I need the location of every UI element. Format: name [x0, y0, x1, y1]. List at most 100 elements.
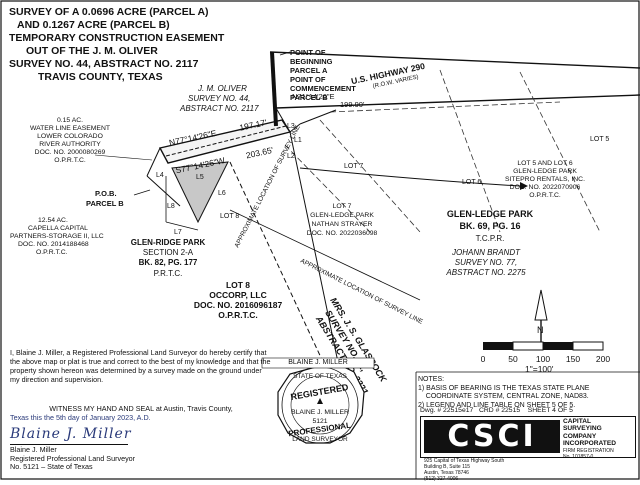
- svg-text:JOHANN BRANDT: JOHANN BRANDT: [451, 248, 521, 257]
- company-logo: CSCI: [424, 420, 560, 453]
- lot8-small-label: LOT 8: [220, 213, 239, 220]
- svg-text:100: 100: [536, 354, 550, 364]
- north-letter: N: [537, 325, 544, 335]
- svg-text:ABSTRACT NO. 2275: ABSTRACT NO. 2275: [445, 268, 526, 277]
- svg-text:PARCEL B: PARCEL B: [290, 93, 328, 102]
- note-1: 1) BASIS OF BEARING IS THE TEXAS STATE P…: [418, 384, 590, 392]
- svg-text:O.P.R.T.C.: O.P.R.T.C.: [218, 310, 258, 320]
- svg-text:L2: L2: [287, 153, 295, 160]
- dwg-number: Dwg. # 22515e17: [420, 407, 474, 414]
- svg-text:GLEN-LEDGE PARK: GLEN-LEDGE PARK: [447, 209, 534, 219]
- svg-text:O.P.R.T.C.: O.P.R.T.C.: [54, 157, 86, 164]
- witness-line-1: WITNESS MY HAND AND SEAL at Austin, Trav…: [49, 404, 233, 413]
- svg-text:STATE OF TEXAS: STATE OF TEXAS: [293, 373, 347, 380]
- title-line-4: OUT OF THE J. M. OLIVER: [26, 45, 158, 57]
- svg-text:L7: L7: [174, 229, 182, 236]
- svg-text:SECTION 2-A: SECTION 2-A: [143, 248, 194, 257]
- svg-text:DOC. NO. 2022070906: DOC. NO. 2022070906: [510, 184, 581, 191]
- scale-bar: 0 50 100 150 200 1"=100': [481, 341, 610, 374]
- svg-text:ABSTRACT NO. 2117: ABSTRACT NO. 2117: [179, 104, 259, 113]
- svg-text:DOC. NO. 2016096187: DOC. NO. 2016096187: [194, 300, 283, 310]
- arrow-head: [520, 182, 528, 190]
- easement-leader: [94, 154, 153, 161]
- surveyor-seal: STATE OF TEXAS REGISTERED BLAINE J. MILL…: [277, 361, 365, 444]
- svg-text:WATER LINE EASEMENT: WATER LINE EASEMENT: [30, 125, 110, 132]
- approx-survey-line-2: APPROXIMATE LOCATION OF SURVEY LINE: [299, 258, 424, 326]
- title-line-6: TRAVIS COUNTY, TEXAS: [38, 71, 163, 83]
- svg-text:BEGINNING: BEGINNING: [290, 57, 333, 66]
- brandt-label: JOHANN BRANDT SURVEY NO. 77, ABSTRACT NO…: [445, 248, 526, 277]
- svg-text:BLAINE J. MILLER: BLAINE J. MILLER: [291, 409, 349, 416]
- glen-ledge-label: GLEN-LEDGE PARK BK. 69, PG. 16 T.C.P.R.: [447, 209, 534, 243]
- lot6-label: LOT 6: [462, 179, 481, 186]
- signer-title: Registered Professional Land Surveyor: [10, 453, 136, 463]
- svg-text:DOC. NO. 2000080269: DOC. NO. 2000080269: [35, 149, 106, 156]
- svg-text:O.P.R.T.C.: O.P.R.T.C.: [36, 249, 68, 256]
- svg-text:CAPELLA CAPITAL: CAPELLA CAPITAL: [28, 225, 88, 232]
- svg-text:OCCORP, LLC: OCCORP, LLC: [209, 290, 266, 300]
- sheet-number: SHEET 4 OF 5: [527, 407, 573, 414]
- svg-text:50: 50: [508, 354, 518, 364]
- svg-text:L3: L3: [287, 123, 295, 130]
- pob-callout: POINT OF BEGINNING PARCEL A POINT OF COM…: [290, 48, 356, 102]
- svg-text:O.P.R.T.C.: O.P.R.T.C.: [529, 192, 561, 199]
- dist-top-right: 199.90': [340, 100, 365, 109]
- scale-note: 1"=100': [525, 364, 554, 374]
- capella-label: 12.54 AC. CAPELLA CAPITAL PARTNERS-STORA…: [10, 217, 104, 256]
- line-labels: L1 L2 L3 L4 L5 L6 L7 L8: [156, 123, 302, 236]
- company-address: 925 Capital of Texas Highway South Build…: [424, 458, 505, 482]
- svg-text:L8: L8: [167, 203, 175, 210]
- svg-text:LAND SURVEYOR: LAND SURVEYOR: [292, 436, 348, 443]
- company-name: CAPITAL SURVEYING COMPANY INCORPORATED: [563, 418, 616, 448]
- drawing-numbers: Dwg. # 22515e17 CRD # 22515 SHEET 4 OF 5: [420, 407, 573, 414]
- dashed-lines: [284, 69, 601, 233]
- witness-line-2: Texas this the 5th day of January 2023, …: [10, 413, 151, 422]
- title-line-2: AND 0.1267 ACRE (PARCEL B): [17, 19, 170, 31]
- svg-text:PARCEL B: PARCEL B: [86, 199, 124, 208]
- crd-number: CRD # 22515: [478, 407, 521, 414]
- easement-label: 0.15 AC. WATER LINE EASEMENT LOWER COLOR…: [30, 117, 110, 164]
- svg-text:200: 200: [596, 354, 610, 364]
- svg-text:L4: L4: [156, 172, 164, 179]
- svg-text:SURVEY NO. 77,: SURVEY NO. 77,: [455, 258, 517, 267]
- note-2: 2) LEGEND AND LINE TABLE ON SHEET 5 OF 5…: [418, 401, 576, 409]
- title-line-5: SURVEY NO. 44, ABSTRACT NO. 2117: [9, 58, 199, 70]
- svg-text:BK. 82, PG. 177: BK. 82, PG. 177: [139, 258, 198, 267]
- signer-name: Blaine J. Miller: [10, 445, 57, 454]
- bearing-top-right: N71°14'26"E: [292, 92, 335, 101]
- highway-row: [269, 51, 640, 109]
- signer-number: No. 5121 – State of Texas: [10, 462, 93, 471]
- svg-text:SITEPRO RENTALS, INC.: SITEPRO RENTALS, INC.: [505, 176, 585, 183]
- lot5-label: LOT 5: [590, 136, 609, 143]
- svg-text:5121: 5121: [312, 418, 327, 425]
- firm-registration: FIRM REGISTRATION No. 101857-0: [563, 448, 614, 460]
- lot8-small-lines: [165, 176, 199, 231]
- svg-text:COMMENCEMENT: COMMENCEMENT: [290, 84, 356, 93]
- oliver-survey-label: J. M. OLIVER SURVEY NO. 44, ABSTRACT NO.…: [179, 84, 259, 113]
- svg-text:0: 0: [481, 354, 486, 364]
- title-block: CSCI CAPITAL SURVEYING COMPANY INCORPORA…: [420, 416, 636, 460]
- surveyor-certification: I, Blaine J. Miller, a Registered Profes…: [10, 348, 271, 384]
- surveyor-signature: Blaine J. Miller: [10, 426, 132, 442]
- svg-text:150: 150: [566, 354, 580, 364]
- svg-text:SURVEY NO. 44,: SURVEY NO. 44,: [188, 94, 250, 103]
- signer-block: Blaine J. Miller Registered Professional…: [10, 445, 136, 472]
- svg-text:P.R.T.C.: P.R.T.C.: [154, 269, 183, 278]
- seal-name-text: BLAINE J. MILLER: [288, 359, 348, 366]
- svg-text:PARTNERS-STORAGE II, LLC: PARTNERS-STORAGE II, LLC: [10, 233, 104, 240]
- svg-text:LOT 8: LOT 8: [226, 280, 250, 290]
- seal-namebox: [261, 357, 375, 369]
- parcel-b-triangle: [171, 161, 229, 224]
- title-line-1: SURVEY OF A 0.0696 ACRE (PARCEL A): [9, 6, 209, 18]
- note-1b: COORDINATE SYSTEM, CENTRAL ZONE, NAD83.: [418, 393, 589, 400]
- svg-text:LOT 7: LOT 7: [333, 203, 352, 210]
- svg-text:POINT OF: POINT OF: [290, 48, 326, 57]
- notes-heading: NOTES:: [418, 376, 445, 383]
- svg-text:GLEN-RIDGE PARK: GLEN-RIDGE PARK: [131, 238, 206, 247]
- svg-text:BK. 69, PG. 16: BK. 69, PG. 16: [459, 221, 520, 231]
- svg-text:DOC. NO. 2014188468: DOC. NO. 2014188468: [18, 241, 89, 248]
- parcel-strip: [146, 51, 337, 207]
- survey-title: SURVEY OF A 0.0696 ACRE (PARCEL A) AND 0…: [9, 6, 225, 83]
